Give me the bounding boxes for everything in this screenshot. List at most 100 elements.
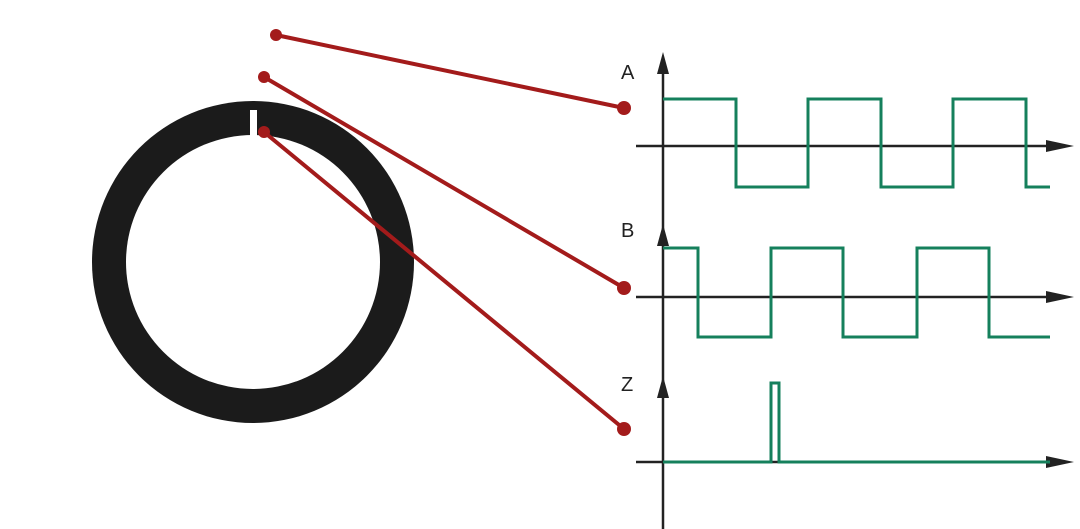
outer-slot	[101, 408, 136, 447]
outer-slot	[233, 30, 250, 69]
outer-slot	[256, 30, 273, 69]
outer-slot	[33, 171, 75, 199]
inner-slot	[374, 364, 404, 392]
inner-slot	[173, 411, 196, 442]
outer-slot	[162, 42, 190, 84]
inner-slot	[131, 105, 158, 136]
inner-slot	[86, 343, 117, 368]
outer-slot	[22, 286, 63, 306]
outer-slot	[120, 421, 153, 461]
inner-slot	[61, 260, 90, 274]
inner-slot	[385, 350, 415, 376]
outer-slot	[42, 149, 84, 180]
inner-slot	[398, 173, 429, 197]
outer-slot	[68, 379, 107, 414]
outer-slot	[256, 455, 273, 494]
inner-slot	[147, 95, 172, 126]
outer-slot	[33, 325, 75, 353]
inner-slot	[67, 201, 98, 221]
pointer-dot-a-disk	[270, 29, 282, 41]
encoder-disk	[21, 30, 485, 494]
outer-slot	[209, 452, 229, 493]
inner-slot	[102, 132, 132, 160]
inner-slot	[269, 423, 285, 454]
outer-slot	[120, 63, 153, 103]
disk-center-hole	[126, 135, 380, 389]
pointer-dot-a-signal	[617, 101, 631, 115]
outer-slot	[101, 77, 136, 116]
inner-slot	[70, 311, 101, 333]
outer-slot	[438, 194, 479, 218]
inner-slot	[251, 425, 265, 454]
inner-slot	[302, 414, 324, 445]
pointer-dot-b-signal	[617, 281, 631, 295]
outer-slot	[297, 447, 321, 488]
pointer-dot-b-disk	[258, 71, 270, 83]
outer-slot	[140, 51, 171, 93]
pointer-lines	[258, 29, 631, 436]
outer-slot	[412, 362, 452, 395]
inner-slot	[402, 319, 433, 342]
pointer-line-b	[262, 75, 626, 290]
inner-slot	[277, 72, 295, 102]
outer-slot	[443, 218, 484, 238]
outer-slot	[422, 149, 464, 180]
pointer-dot-z-disk	[258, 126, 270, 138]
inner-slot	[64, 295, 95, 313]
inner-slot	[211, 422, 229, 452]
outer-slot	[399, 110, 438, 145]
outer-slot	[140, 431, 171, 473]
axis-arrow-right-b	[1046, 291, 1074, 303]
axis-arrow-right-z	[1046, 456, 1074, 468]
outer-slot	[385, 92, 423, 130]
outer-slot	[27, 194, 68, 218]
outer-slot	[162, 440, 190, 482]
outer-slot	[446, 242, 485, 259]
outer-slot	[412, 129, 452, 162]
inner-slot	[123, 383, 151, 413]
outer-slot	[42, 344, 84, 375]
waveform-b	[663, 246, 1050, 339]
outer-slot	[297, 36, 321, 77]
inner-slot	[182, 79, 204, 110]
pointer-dot-z-signal	[617, 422, 631, 436]
outer-slot	[83, 92, 121, 130]
outer-slot	[22, 218, 63, 238]
outer-slot	[68, 110, 107, 145]
inner-slot	[394, 335, 425, 360]
outer-slot	[54, 362, 94, 395]
waveform-z-index-pulse	[663, 381, 1050, 464]
signal-axes	[636, 52, 1074, 529]
inner-slot	[73, 182, 104, 205]
inner-slot	[63, 220, 93, 238]
inner-slot	[221, 70, 237, 101]
outer-slot	[385, 394, 423, 432]
outer-slot	[21, 242, 60, 259]
waveform-a	[663, 97, 1050, 189]
outer-slot	[316, 440, 344, 482]
channel-label-z: Z	[621, 374, 633, 396]
inner-slot	[361, 377, 390, 406]
inner-slot	[241, 70, 255, 99]
inner-slot	[408, 303, 439, 323]
outer-slot	[370, 77, 405, 116]
outer-slot	[277, 452, 297, 493]
outer-slot	[353, 63, 386, 103]
outer-slot	[316, 42, 344, 84]
axis-arrow-up-a	[657, 52, 669, 74]
inner-slot	[318, 407, 342, 438]
outer-slot	[185, 36, 209, 77]
outer-slot	[83, 394, 121, 432]
inner-slot	[139, 394, 165, 424]
inner-slot	[155, 403, 180, 434]
inner-slot	[109, 370, 138, 399]
signal-waveforms	[663, 97, 1050, 464]
inner-slot	[326, 90, 351, 121]
axis-arrow-up-b	[657, 224, 669, 246]
inner-slot	[414, 230, 445, 246]
axis-arrow-up-z	[657, 376, 669, 398]
inner-slot	[413, 286, 443, 304]
channel-label-b: B	[621, 220, 634, 242]
outer-slot	[353, 421, 386, 461]
inner-slot	[416, 250, 445, 264]
